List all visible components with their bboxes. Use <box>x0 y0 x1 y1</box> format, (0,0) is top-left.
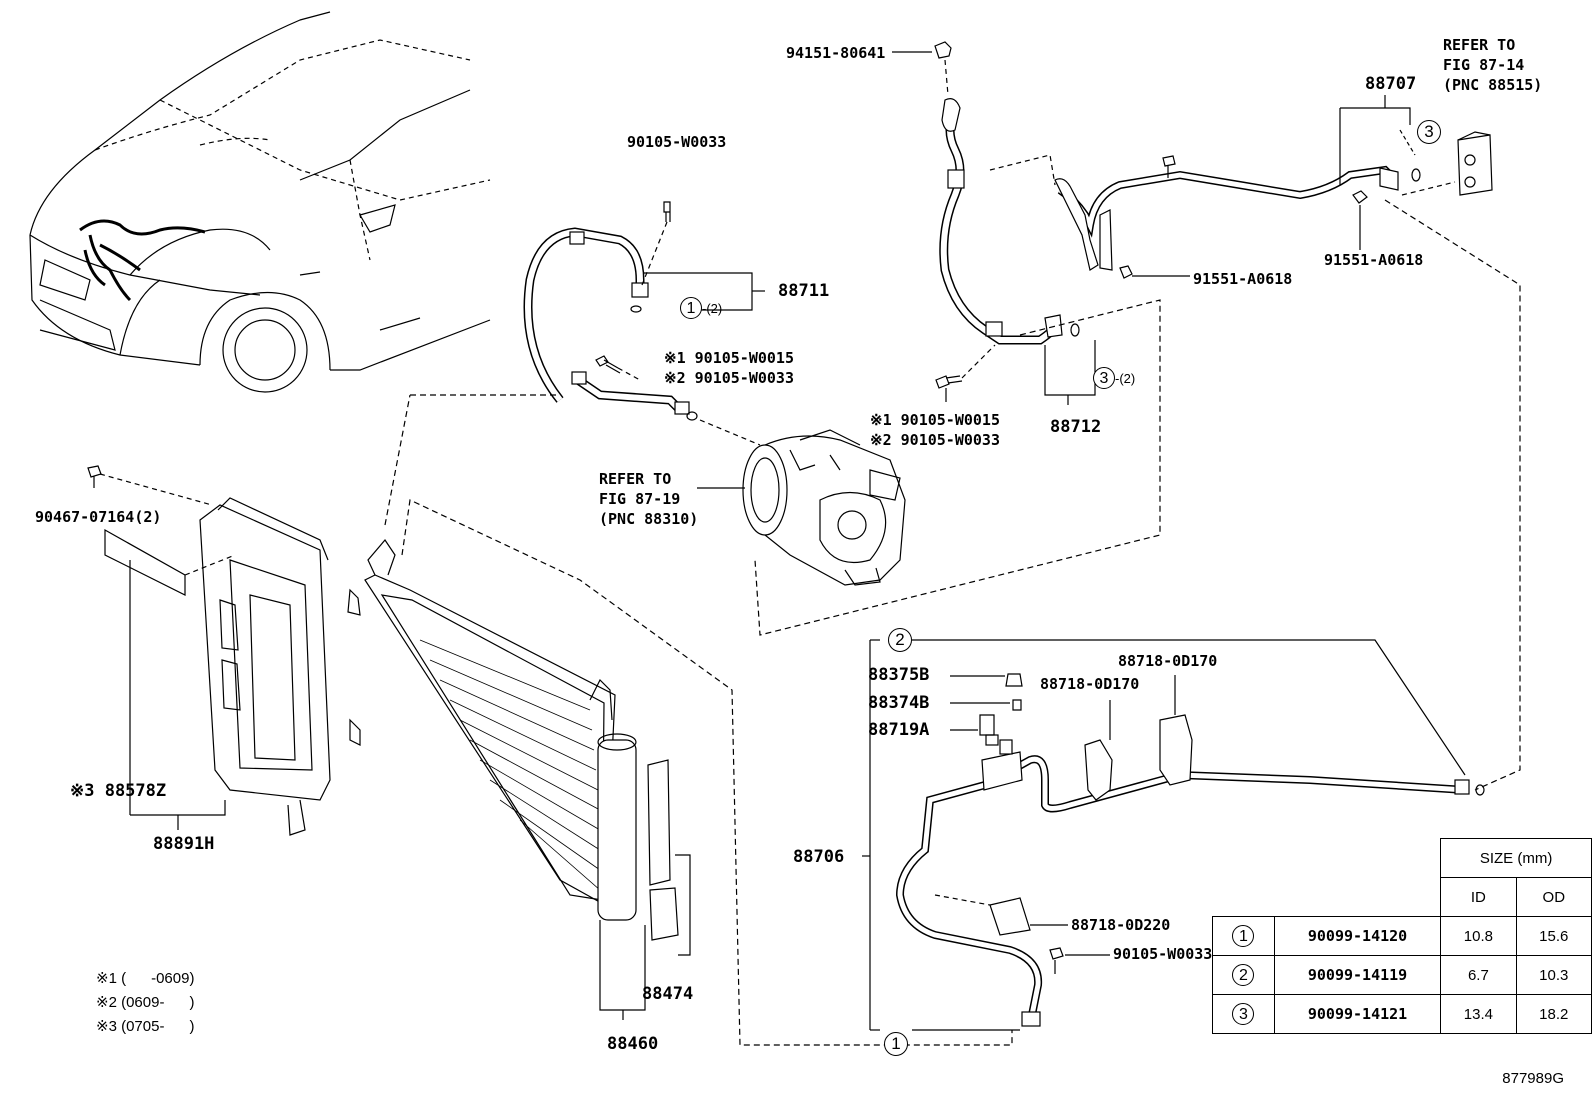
label-88718-0d220: 88718-0D220 <box>1071 916 1171 934</box>
table-ref-1: 1 <box>1232 925 1255 947</box>
label-88712-o-ring: 3-(2) <box>1093 367 1135 389</box>
label-90467-07164: 90467-07164(2) <box>35 508 162 526</box>
refer-compressor-3: (PNC 88310) <box>599 510 699 528</box>
table-row: 1 90099-14120 10.8 15.6 <box>1212 916 1592 956</box>
label-88474: 88474 <box>642 984 694 1004</box>
refer-expansion-1: REFER TO <box>1443 36 1516 54</box>
table-ref-2: 2 <box>1232 964 1255 986</box>
refer-expansion-2: FIG 87-14 <box>1443 56 1525 74</box>
table-part: 90099-14119 <box>1273 955 1442 995</box>
table-part: 90099-14120 <box>1273 916 1442 956</box>
table-od: 18.2 <box>1515 994 1592 1034</box>
size-table-col-od: OD <box>1515 877 1592 917</box>
label-88719a: 88719A <box>868 720 930 740</box>
label-88711-o-ring: 1-(2) <box>680 297 722 319</box>
label-90105-w0033-top: 90105-W0033 <box>627 133 727 151</box>
label-88578z: ※3 88578Z <box>70 781 167 801</box>
label-94151-80641: 94151-80641 <box>786 44 886 62</box>
o-ring-ref-3: 3 <box>1093 367 1115 389</box>
table-od: 10.3 <box>1515 955 1592 995</box>
label-88706: 88706 <box>793 847 845 867</box>
table-row: 3 90099-14121 13.4 18.2 <box>1212 994 1592 1034</box>
table-part: 90099-14121 <box>1273 994 1442 1034</box>
footnote-1: ※1 ( -0609) <box>96 970 195 987</box>
label-90105-w0033-b: ※2 90105-W0033 <box>870 431 1000 449</box>
hose-88711 <box>523 227 698 421</box>
label-91551-a0618-right: 91551-A0618 <box>1324 251 1424 269</box>
table-id: 10.8 <box>1440 916 1517 956</box>
label-90105-w0033-bottom: 90105-W0033 <box>1113 945 1213 963</box>
label-88712: 88712 <box>1050 417 1102 437</box>
refer-compressor-2: FIG 87-19 <box>599 490 681 508</box>
footnote-2: ※2 (0609- ) <box>96 994 195 1011</box>
label-90105-w0033-a: ※2 90105-W0033 <box>664 369 794 387</box>
size-table-col-id: ID <box>1440 877 1517 917</box>
label-90105-w0015-a: ※1 90105-W0015 <box>664 349 794 367</box>
table-od: 15.6 <box>1515 916 1592 956</box>
condenser <box>347 539 637 921</box>
table-ref-3: 3 <box>1232 1003 1255 1025</box>
label-90105-w0015-b: ※1 90105-W0015 <box>870 411 1000 429</box>
o-ring-ref-2: 2 <box>888 628 912 652</box>
footnote-3: ※3 (0705- ) <box>96 1018 195 1035</box>
refer-compressor-1: REFER TO <box>599 470 672 488</box>
label-88891h: 88891H <box>153 834 215 854</box>
table-id: 6.7 <box>1440 955 1517 995</box>
o-ring-size-table: SIZE (mm) ID OD 1 90099-14120 10.8 15.6 … <box>1212 838 1592 1034</box>
compressor <box>742 429 906 586</box>
label-88718-0d170-b: 88718-0D170 <box>1118 652 1218 670</box>
hose-88712 <box>939 98 1080 345</box>
o-ring-ref-3-top: 3 <box>1417 120 1441 144</box>
car-illustration <box>29 11 491 393</box>
label-88707: 88707 <box>1365 74 1417 94</box>
size-table-header: SIZE (mm) <box>1440 838 1592 878</box>
shroud-88891h <box>199 497 331 836</box>
o-ring-ref-1-bottom: 1 <box>884 1032 908 1056</box>
figure-id: 877989G <box>1502 1070 1564 1087</box>
label-88460: 88460 <box>607 1034 659 1054</box>
table-row: 2 90099-14119 6.7 10.3 <box>1212 955 1592 995</box>
expansion-valve <box>1457 131 1493 196</box>
refer-expansion-3: (PNC 88515) <box>1443 76 1543 94</box>
o-ring-ref-1: 1 <box>680 297 702 319</box>
label-88718-0d170-a: 88718-0D170 <box>1040 675 1140 693</box>
tube-88707 <box>1054 155 1421 271</box>
tube-88706 <box>895 734 1485 1027</box>
table-id: 13.4 <box>1440 994 1517 1034</box>
label-88375b: 88375B <box>868 665 930 685</box>
label-91551-a0618-lower: 91551-A0618 <box>1193 270 1293 288</box>
label-88711: 88711 <box>778 281 830 301</box>
label-88374b: 88374B <box>868 693 930 713</box>
